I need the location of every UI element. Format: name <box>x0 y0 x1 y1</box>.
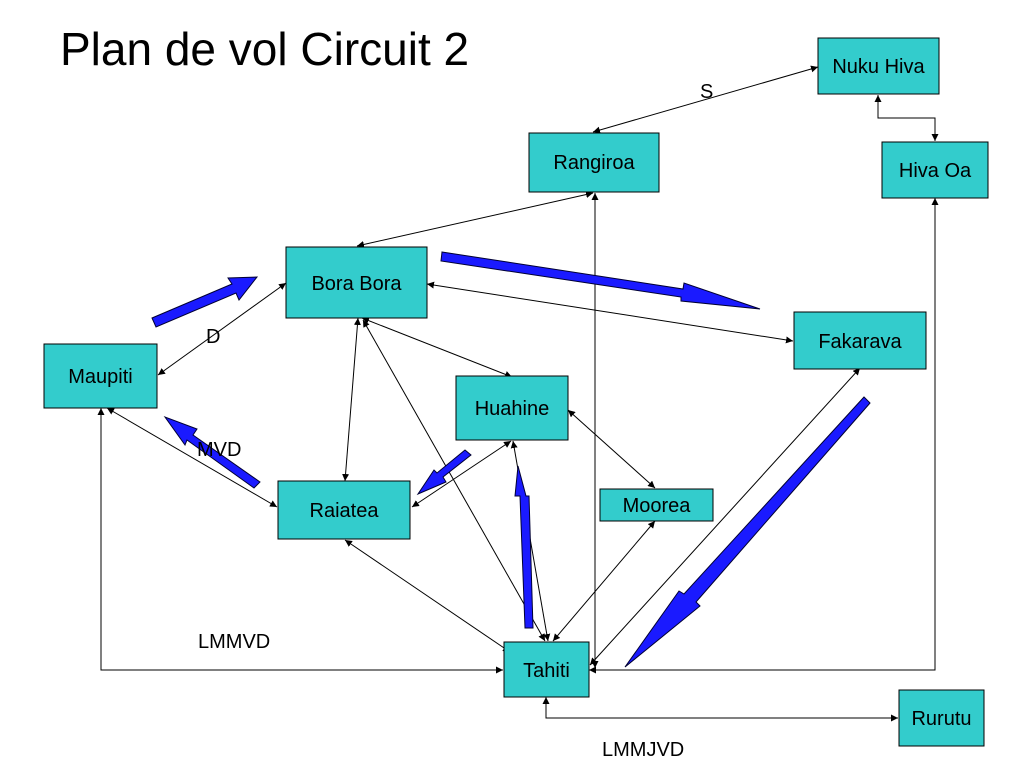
label-lmmvd: LMMVD <box>198 631 270 653</box>
node-nuku-hiva-label: Nuku Hiva <box>832 56 925 78</box>
node-maupiti-label: Maupiti <box>68 366 132 388</box>
edge-maupiti-borabora <box>157 282 287 376</box>
flow-arrow-raiatea-to-maupiti <box>163 415 261 489</box>
edge-fakarava-tahiti <box>589 367 861 666</box>
flow-arrow-maupiti-to-borabora <box>151 276 259 328</box>
label-s: S <box>700 81 713 103</box>
edge-borabora-raiatea <box>342 317 361 482</box>
flow-arrow-borabora-to-fakarava <box>440 251 761 310</box>
node-maupiti: Maupiti <box>43 343 158 409</box>
label-lmmjvd: LMMJVD <box>602 739 684 761</box>
node-tahiti-label: Tahiti <box>523 660 570 682</box>
node-fakarava: Fakarava <box>793 311 927 370</box>
node-hiva-oa: Hiva Oa <box>881 141 989 199</box>
node-huahine: Huahine <box>455 375 569 441</box>
flow-arrow-huahine-to-raiatea <box>416 449 472 496</box>
edge-tahiti-rurutu <box>542 697 898 722</box>
page-title: Plan de vol Circuit 2 <box>60 23 470 75</box>
edge-maupiti-tahiti <box>97 408 503 674</box>
edge-huahine-raiatea <box>411 440 512 508</box>
label-d: D <box>206 326 220 348</box>
node-bora-bora: Bora Bora <box>285 246 428 319</box>
edge-borabora-huahine <box>361 317 513 378</box>
node-rangiroa-label: Rangiroa <box>553 152 635 174</box>
flow-arrows <box>151 251 871 668</box>
edge-huahine-moorea <box>567 409 656 489</box>
node-moorea-label: Moorea <box>623 495 692 517</box>
edge-borabora-rangiroa <box>356 191 594 248</box>
edge-moorea-tahiti <box>552 520 656 642</box>
node-nuku-hiva: Nuku Hiva <box>817 37 940 95</box>
edge-maupiti-raiatea <box>106 407 278 508</box>
node-fakarava-label: Fakarava <box>818 331 902 353</box>
node-tahiti: Tahiti <box>503 641 590 698</box>
label-mvd: MVD <box>197 439 241 461</box>
node-rurutu: Rurutu <box>898 689 985 747</box>
node-rurutu-label: Rurutu <box>911 708 971 730</box>
node-hiva-oa-label: Hiva Oa <box>899 160 972 182</box>
edge-borabora-fakarava <box>426 281 794 344</box>
node-bora-bora-label: Bora Bora <box>311 273 402 295</box>
flow-arrow-tahiti-to-huahine <box>514 465 534 629</box>
edge-raiatea-tahiti <box>344 539 511 653</box>
node-rangiroa: Rangiroa <box>528 132 660 193</box>
edge-rangiroa-nukuhiva <box>592 65 819 134</box>
node-raiatea-label: Raiatea <box>310 500 380 522</box>
edge-nukuhiva-hivaoa <box>874 95 939 141</box>
node-huahine-label: Huahine <box>475 398 550 420</box>
flow-arrow-fakarava-to-tahiti <box>624 396 871 668</box>
edge-tahiti-hivaoa <box>589 198 939 674</box>
node-raiatea: Raiatea <box>277 480 411 540</box>
node-moorea: Moorea <box>599 488 714 522</box>
